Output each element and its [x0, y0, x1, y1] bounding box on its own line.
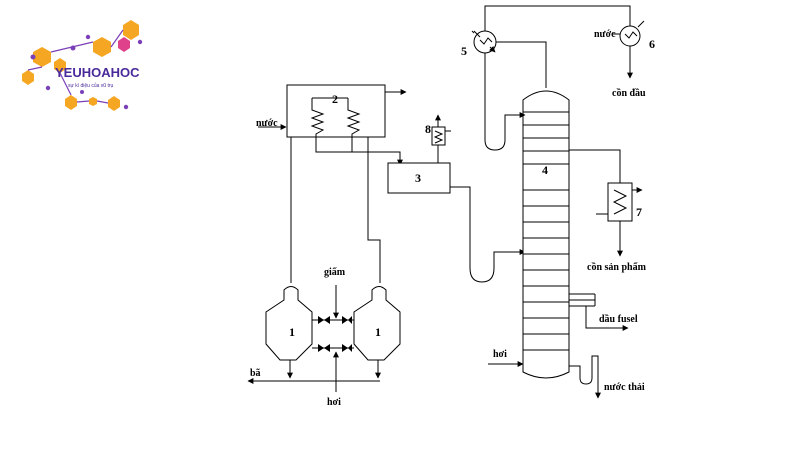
number-small-cooler: 8	[425, 122, 431, 136]
number-top-cooler: 6	[649, 37, 655, 51]
label-waste-water: nước thải	[604, 382, 645, 393]
valve-icon	[318, 344, 324, 352]
distillation-column	[522, 90, 570, 379]
number-fermenter-left: 1	[289, 325, 295, 339]
label-steam-bottom: hơi	[327, 397, 341, 408]
label-steam-column: hơi	[493, 349, 507, 360]
product-cooler	[607, 182, 633, 222]
label-water-in-cooler: nước	[594, 29, 616, 40]
condenser-box	[286, 84, 386, 138]
brand-logo: YEUHOAHOC sự kì diệu của vũ trụ	[22, 20, 143, 111]
label-water-in-condenser: nước	[256, 118, 278, 129]
column-trays	[523, 111, 569, 351]
fermenter-left	[265, 286, 313, 361]
number-product-cooler: 7	[636, 205, 642, 219]
logo-tagline: sự kì diệu của vũ trụ	[68, 82, 114, 89]
valve-icon	[318, 316, 324, 324]
tank-3	[387, 162, 451, 194]
label-residue: bã	[250, 368, 261, 379]
number-condenser: 2	[332, 92, 338, 106]
fermenter-right	[353, 286, 401, 361]
number-tank: 3	[415, 171, 421, 185]
flow-diagram: 2 8 3 4 5 6 7 1 1 nước nước cồn đầu cồn …	[247, 5, 655, 408]
logo-name: YEUHOAHOC	[55, 65, 140, 80]
number-column: 4	[542, 163, 548, 177]
label-fusel: dầu fusel	[599, 314, 638, 325]
valve-icon	[342, 344, 348, 352]
label-top-product: cồn đầu	[612, 88, 646, 99]
label-product: cồn sản phẩm	[587, 262, 647, 273]
coil-left	[310, 105, 325, 149]
number-fermenter-right: 1	[375, 325, 381, 339]
valve-icon	[342, 316, 348, 324]
number-dephlegmator: 5	[461, 44, 467, 58]
label-vinegar: giấm	[324, 267, 346, 278]
coil-right	[346, 105, 361, 149]
molecule-icon	[22, 20, 143, 111]
